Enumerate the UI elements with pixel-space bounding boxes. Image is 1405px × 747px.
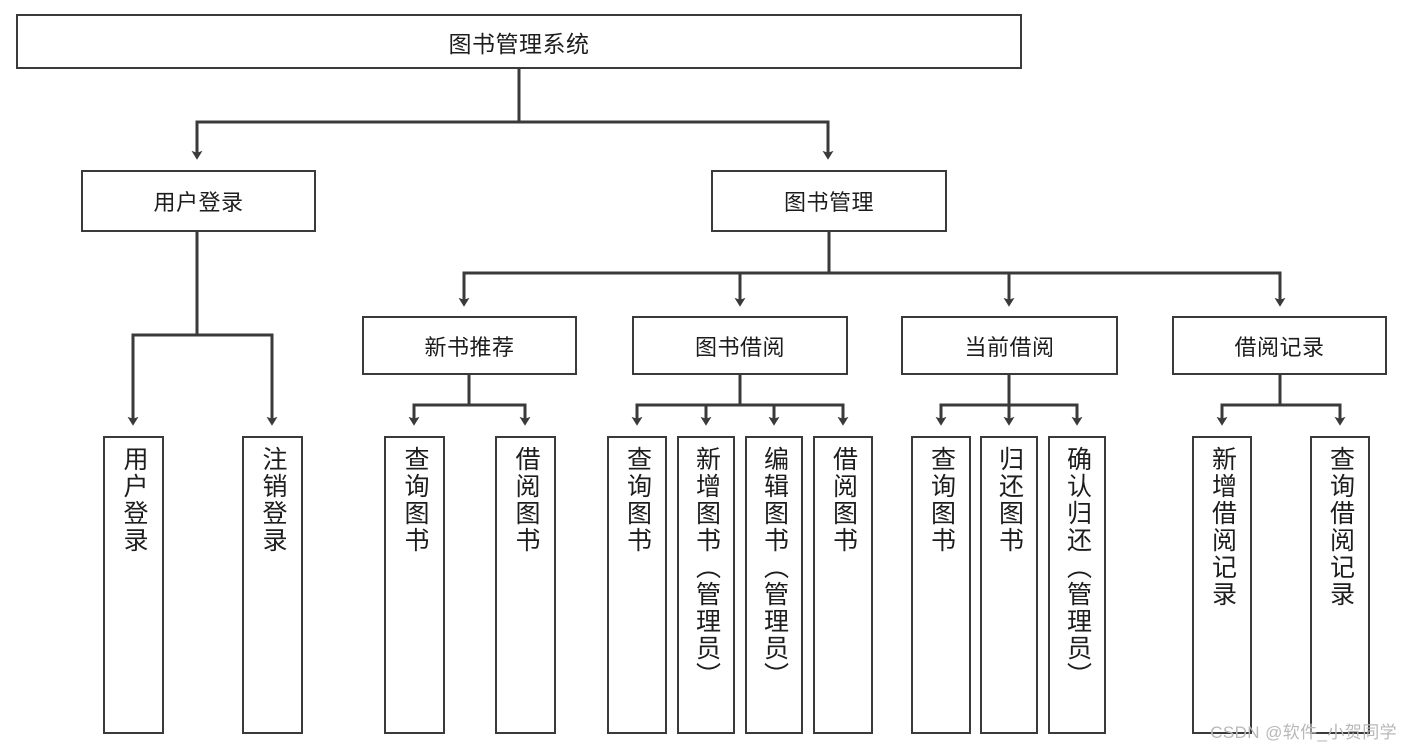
node-label: 借阅图书 bbox=[512, 446, 540, 554]
node-label: 新增借阅记录 bbox=[1208, 446, 1237, 608]
node-leaf-query-borrow-record[interactable]: 查询借阅记录 bbox=[1310, 436, 1370, 734]
node-user-login[interactable]: 用户登录 bbox=[81, 170, 316, 232]
node-label: 查询图书 bbox=[401, 446, 429, 554]
node-leaf-add-borrow-record[interactable]: 新增借阅记录 bbox=[1192, 436, 1252, 734]
node-label: 图书借阅 bbox=[694, 334, 785, 360]
node-leaf-query-book-current[interactable]: 查询图书 bbox=[911, 436, 971, 734]
node-label: 图书管理 bbox=[783, 190, 874, 215]
node-leaf-query-book-newbook[interactable]: 查询图书 bbox=[384, 436, 445, 734]
node-label: 借阅记录 bbox=[1234, 334, 1325, 360]
node-label: 图书管理系统 bbox=[448, 30, 590, 57]
node-label: 新书推荐 bbox=[424, 334, 515, 360]
node-borrow-record[interactable]: 借阅记录 bbox=[1172, 316, 1387, 375]
node-leaf-return-book[interactable]: 归还图书 bbox=[980, 436, 1038, 734]
node-label: 注销登录 bbox=[259, 446, 287, 554]
node-book-borrow[interactable]: 图书借阅 bbox=[632, 316, 848, 375]
node-book-management[interactable]: 图书管理 bbox=[711, 170, 947, 232]
node-label: 新增图书（管理员） bbox=[692, 446, 721, 689]
node-label: 编辑图书（管理员） bbox=[760, 446, 789, 689]
node-leaf-borrow-book-newbook[interactable]: 借阅图书 bbox=[495, 436, 556, 734]
csdn-watermark: CSDN @软件_小贺同学 bbox=[1210, 723, 1397, 742]
node-root-system[interactable]: 图书管理系统 bbox=[16, 14, 1022, 69]
node-leaf-query-book-borrow[interactable]: 查询图书 bbox=[607, 436, 667, 734]
node-leaf-confirm-return-admin[interactable]: 确认归还（管理员） bbox=[1048, 436, 1106, 734]
node-leaf-user-login[interactable]: 用户登录 bbox=[103, 436, 164, 734]
node-leaf-edit-book-admin[interactable]: 编辑图书（管理员） bbox=[745, 436, 803, 734]
node-label: 查询图书 bbox=[927, 446, 956, 554]
node-label: 归还图书 bbox=[995, 446, 1024, 554]
node-current-borrow[interactable]: 当前借阅 bbox=[901, 316, 1118, 375]
node-label: 查询图书 bbox=[623, 446, 652, 554]
node-label: 用户登录 bbox=[120, 446, 148, 554]
node-label: 用户登录 bbox=[153, 190, 244, 215]
node-label: 确认归还（管理员） bbox=[1063, 446, 1092, 689]
node-label: 查询借阅记录 bbox=[1326, 446, 1355, 608]
node-new-book-recommend[interactable]: 新书推荐 bbox=[362, 316, 577, 375]
node-leaf-borrow-book[interactable]: 借阅图书 bbox=[813, 436, 873, 734]
node-leaf-logout[interactable]: 注销登录 bbox=[242, 436, 303, 734]
node-label: 当前借阅 bbox=[964, 334, 1055, 360]
node-leaf-add-book-admin[interactable]: 新增图书（管理员） bbox=[677, 436, 735, 734]
node-label: 借阅图书 bbox=[829, 446, 858, 554]
